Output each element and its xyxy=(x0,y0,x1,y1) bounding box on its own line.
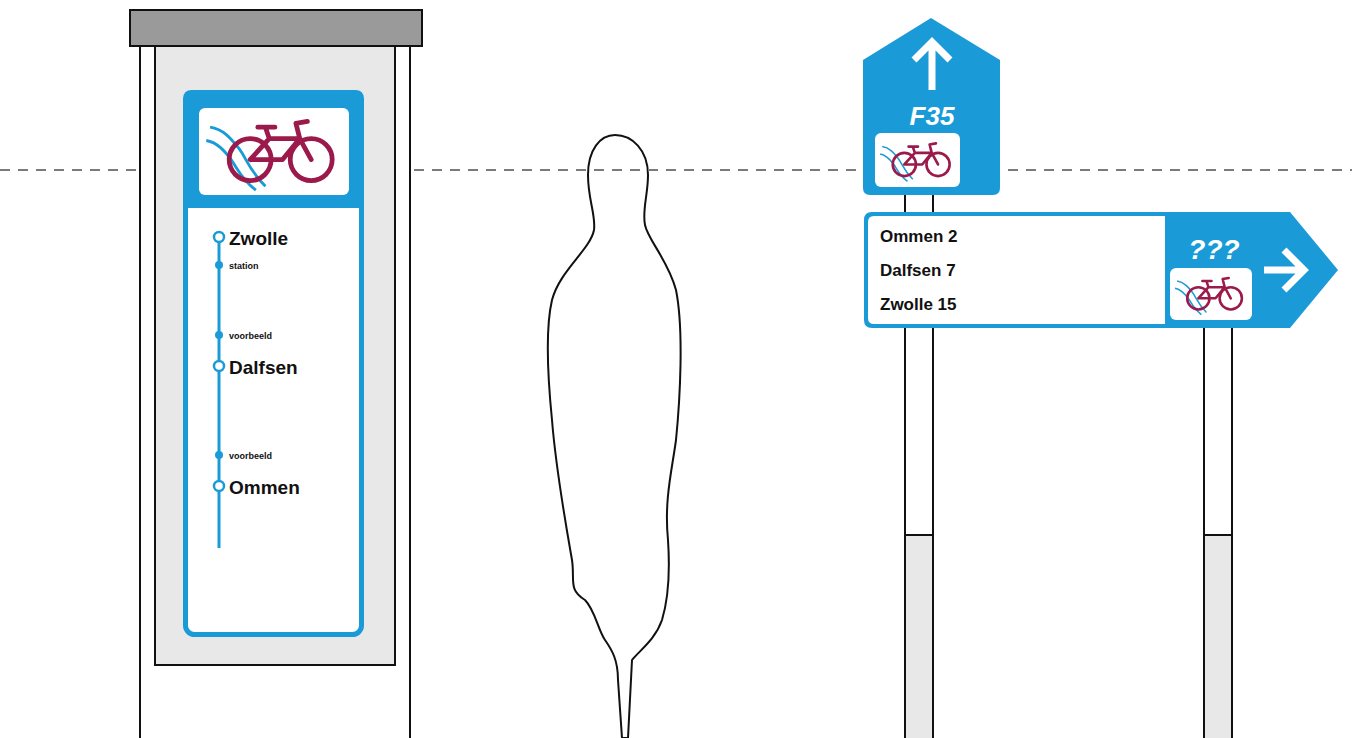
stop-name: Dalfsen xyxy=(229,358,298,377)
destination-background xyxy=(868,216,1165,324)
direction-arrow xyxy=(914,42,950,90)
stop-name: voorbeeld xyxy=(229,452,272,461)
sign-pole xyxy=(1204,300,1232,738)
person-silhouette xyxy=(548,135,681,738)
cycle-route-logo xyxy=(1175,278,1242,314)
board-outline xyxy=(186,93,362,635)
logo-box xyxy=(1170,268,1252,320)
kiosk-panel xyxy=(155,46,395,665)
destination-distance: Zwolle 15 xyxy=(880,296,957,313)
destination-panel: Ommen 2 Dalfsen 7 Zwolle 15 xyxy=(868,216,1165,324)
sign-plate xyxy=(864,212,1338,328)
cycle-route-logo xyxy=(880,143,950,181)
minor-stop-dot xyxy=(215,331,223,339)
stop-name: voorbeeld xyxy=(229,332,272,341)
route-number: ??? xyxy=(1188,236,1239,264)
destination-distance: Dalfsen 7 xyxy=(880,262,956,279)
direction-sign: ??? Ommen 2 Dalfsen 7 Zwolle 15 xyxy=(864,212,1338,328)
minor-stop-dot xyxy=(215,451,223,459)
destination-distance: Ommen 2 xyxy=(880,228,957,245)
stop-name: Zwolle xyxy=(229,229,288,248)
stop-name: Ommen xyxy=(229,478,300,497)
logo-box xyxy=(199,108,349,195)
pole-base xyxy=(905,535,933,738)
route-number: F35 xyxy=(910,103,955,129)
stop-name: station xyxy=(229,262,259,271)
minor-stop-dot xyxy=(215,261,223,269)
route-number-sign: F35 xyxy=(863,18,1000,195)
major-stop-circle xyxy=(214,361,224,371)
route-line xyxy=(218,237,221,548)
major-stop-circle xyxy=(214,481,224,491)
pole-base xyxy=(1204,535,1232,738)
sign-plate xyxy=(863,18,1000,195)
board-header xyxy=(183,90,364,208)
kiosk-frame xyxy=(140,46,410,738)
sign-pole xyxy=(905,100,933,738)
kiosk-roof xyxy=(130,10,422,46)
major-stop-circle xyxy=(214,232,224,242)
route-board: ZwollestationvoorbeeldDalfsenvoorbeeldOm… xyxy=(183,90,364,637)
logo-box xyxy=(875,133,960,187)
direction-arrow xyxy=(1264,250,1304,290)
cycle-route-logo xyxy=(206,121,332,190)
